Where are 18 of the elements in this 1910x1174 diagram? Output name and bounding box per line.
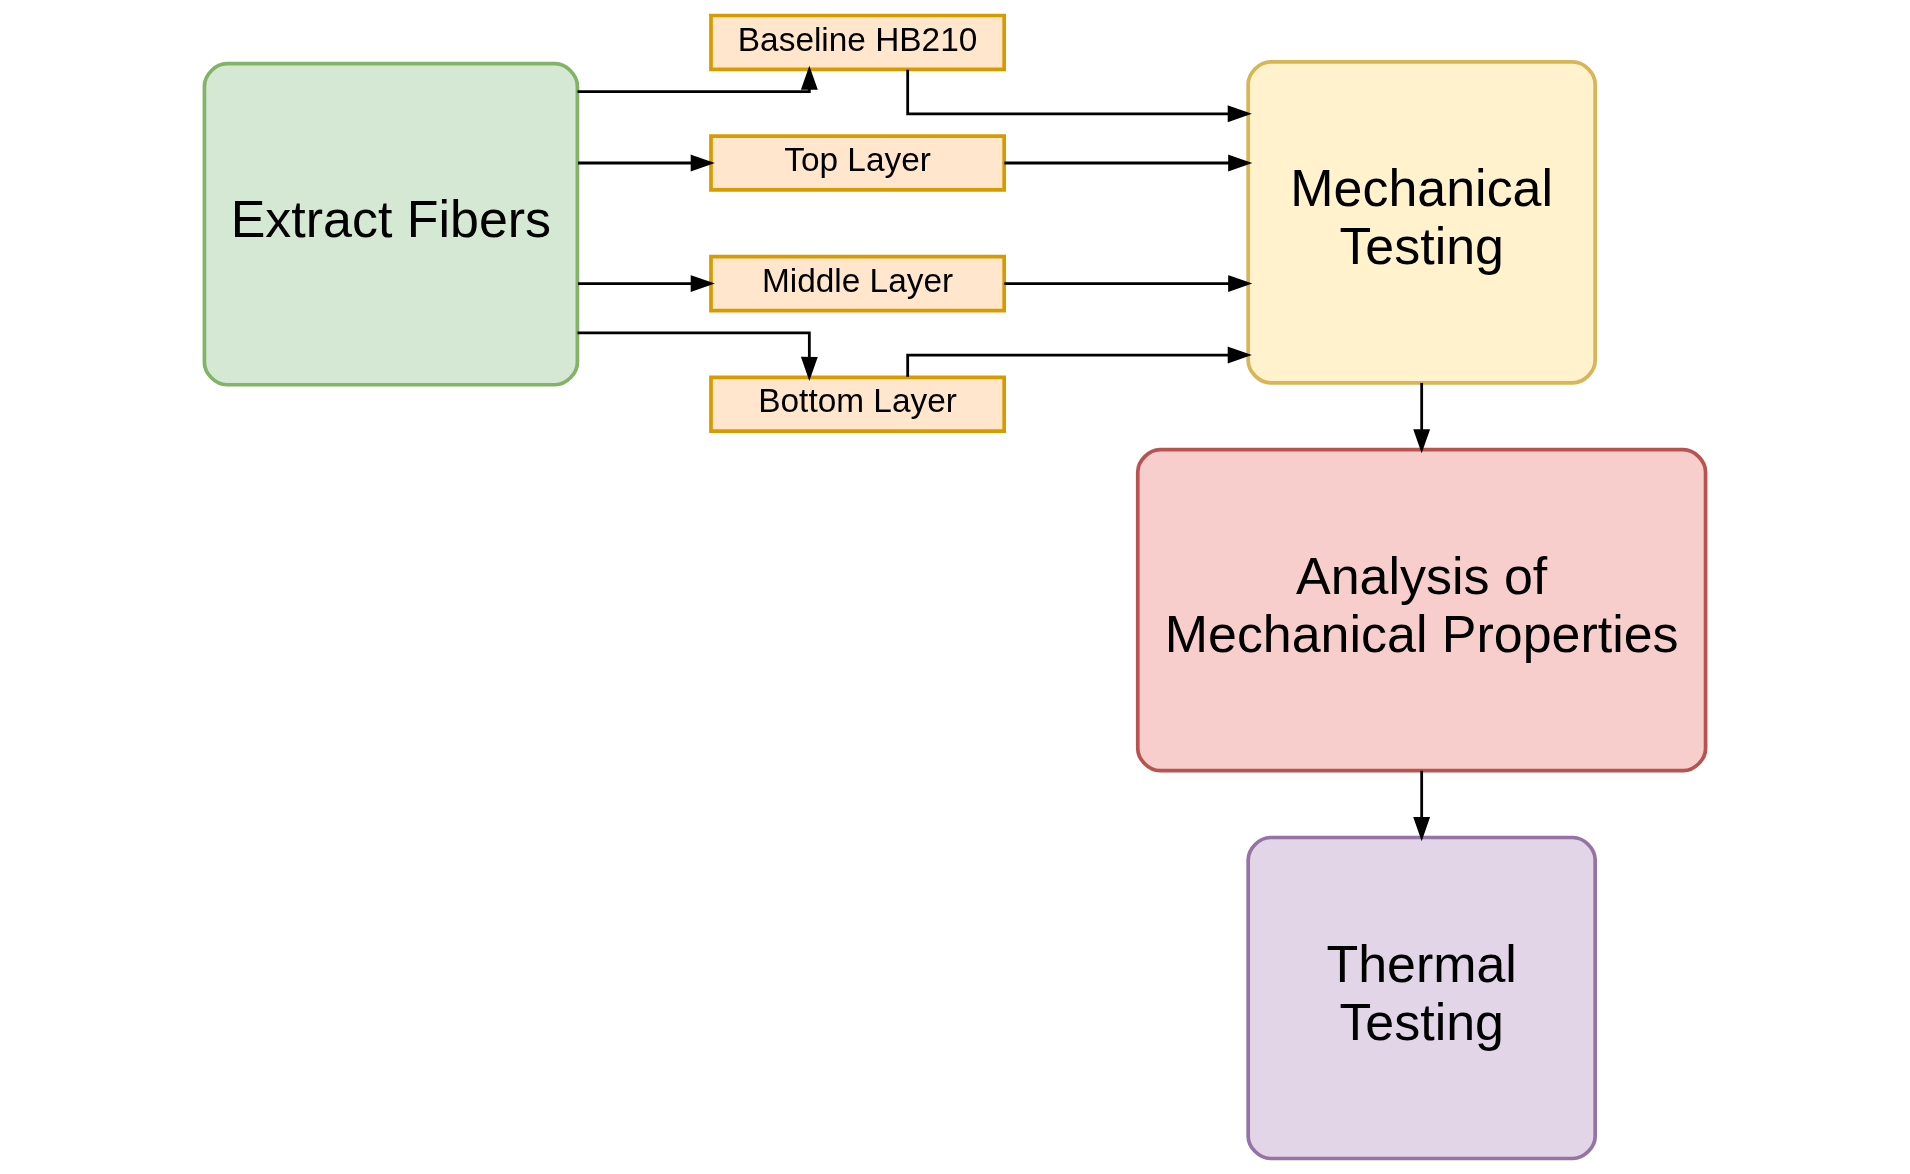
node-box: Top Layer [709, 134, 1007, 192]
arrow [1004, 275, 1253, 293]
arrow [1413, 382, 1431, 454]
arrow [577, 331, 818, 382]
arrow [1004, 154, 1253, 172]
node-box: Analysis of Mechanical Properties [1135, 447, 1708, 773]
node-box: Baseline HB210 [709, 13, 1007, 72]
node-box: Mechanical Testing [1246, 60, 1598, 385]
arrow [578, 275, 715, 293]
node-box: Thermal Testing [1246, 835, 1598, 1161]
arrow [577, 65, 818, 93]
arrow [906, 346, 1252, 377]
arrow [578, 154, 715, 172]
node-box: Middle Layer [709, 254, 1007, 313]
arrow [1413, 770, 1431, 842]
arrow [906, 69, 1252, 123]
node-box: Bottom Layer [709, 375, 1007, 433]
node-box: Extract Fibers [202, 61, 580, 387]
